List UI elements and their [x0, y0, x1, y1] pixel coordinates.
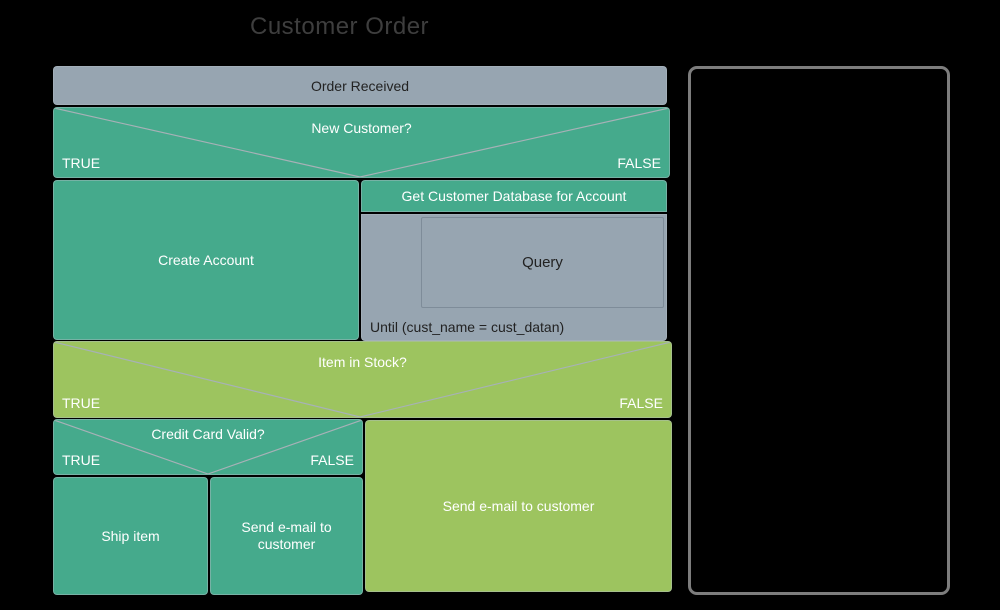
false-branch-label: FALSE [619, 395, 663, 411]
true-branch-label: TRUE [62, 155, 101, 171]
process-query[interactable]: Query [421, 217, 664, 308]
decision-question: Credit Card Valid? [151, 426, 265, 442]
process-send-email-credit-declined[interactable]: Send e-mail to customer [210, 477, 363, 595]
decision-question: New Customer? [311, 120, 412, 136]
process-create-account[interactable]: Create Account [53, 180, 359, 340]
process-label: Send e-mail to customer [442, 498, 595, 514]
side-panel [688, 66, 950, 595]
false-branch-label: FALSE [617, 155, 661, 171]
decision-diagonals [54, 420, 362, 474]
process-label-wrap: Send e-mail to customer [211, 478, 362, 594]
decision-question: Item in Stock? [318, 354, 407, 370]
process-label: Query [522, 254, 563, 271]
true-branch-label: TRUE [62, 395, 101, 411]
process-order-received[interactable]: Order Received [53, 66, 667, 105]
true-branch-label: TRUE [62, 452, 101, 468]
decision-item-in-stock[interactable]: Item in Stock? TRUE FALSE [53, 341, 672, 418]
decision-diagonals [54, 342, 671, 417]
process-label: Send e-mail to customer [241, 518, 332, 553]
process-label: Order Received [310, 77, 410, 94]
false-branch-label: FALSE [310, 452, 354, 468]
decision-new-customer[interactable]: New Customer? TRUE FALSE [53, 107, 670, 178]
process-ship-item[interactable]: Ship item [53, 477, 208, 595]
decision-diagonals [54, 108, 669, 177]
decision-credit-card-valid[interactable]: Credit Card Valid? TRUE FALSE [53, 419, 363, 475]
process-label: Ship item [101, 528, 160, 544]
loop-header-label: Get Customer Database for Account [401, 188, 627, 204]
loop-until-condition: Until (cust_name = cust_datan) [370, 319, 565, 335]
loop-until-block[interactable]: Query Until (cust_name = cust_datan) [361, 214, 667, 341]
process-label: Create Account [158, 252, 254, 268]
diagram-title: Customer Order [250, 13, 430, 40]
process-send-email-out-of-stock[interactable]: Send e-mail to customer [365, 420, 672, 592]
loop-header-get-customer-database[interactable]: Get Customer Database for Account [361, 180, 667, 212]
